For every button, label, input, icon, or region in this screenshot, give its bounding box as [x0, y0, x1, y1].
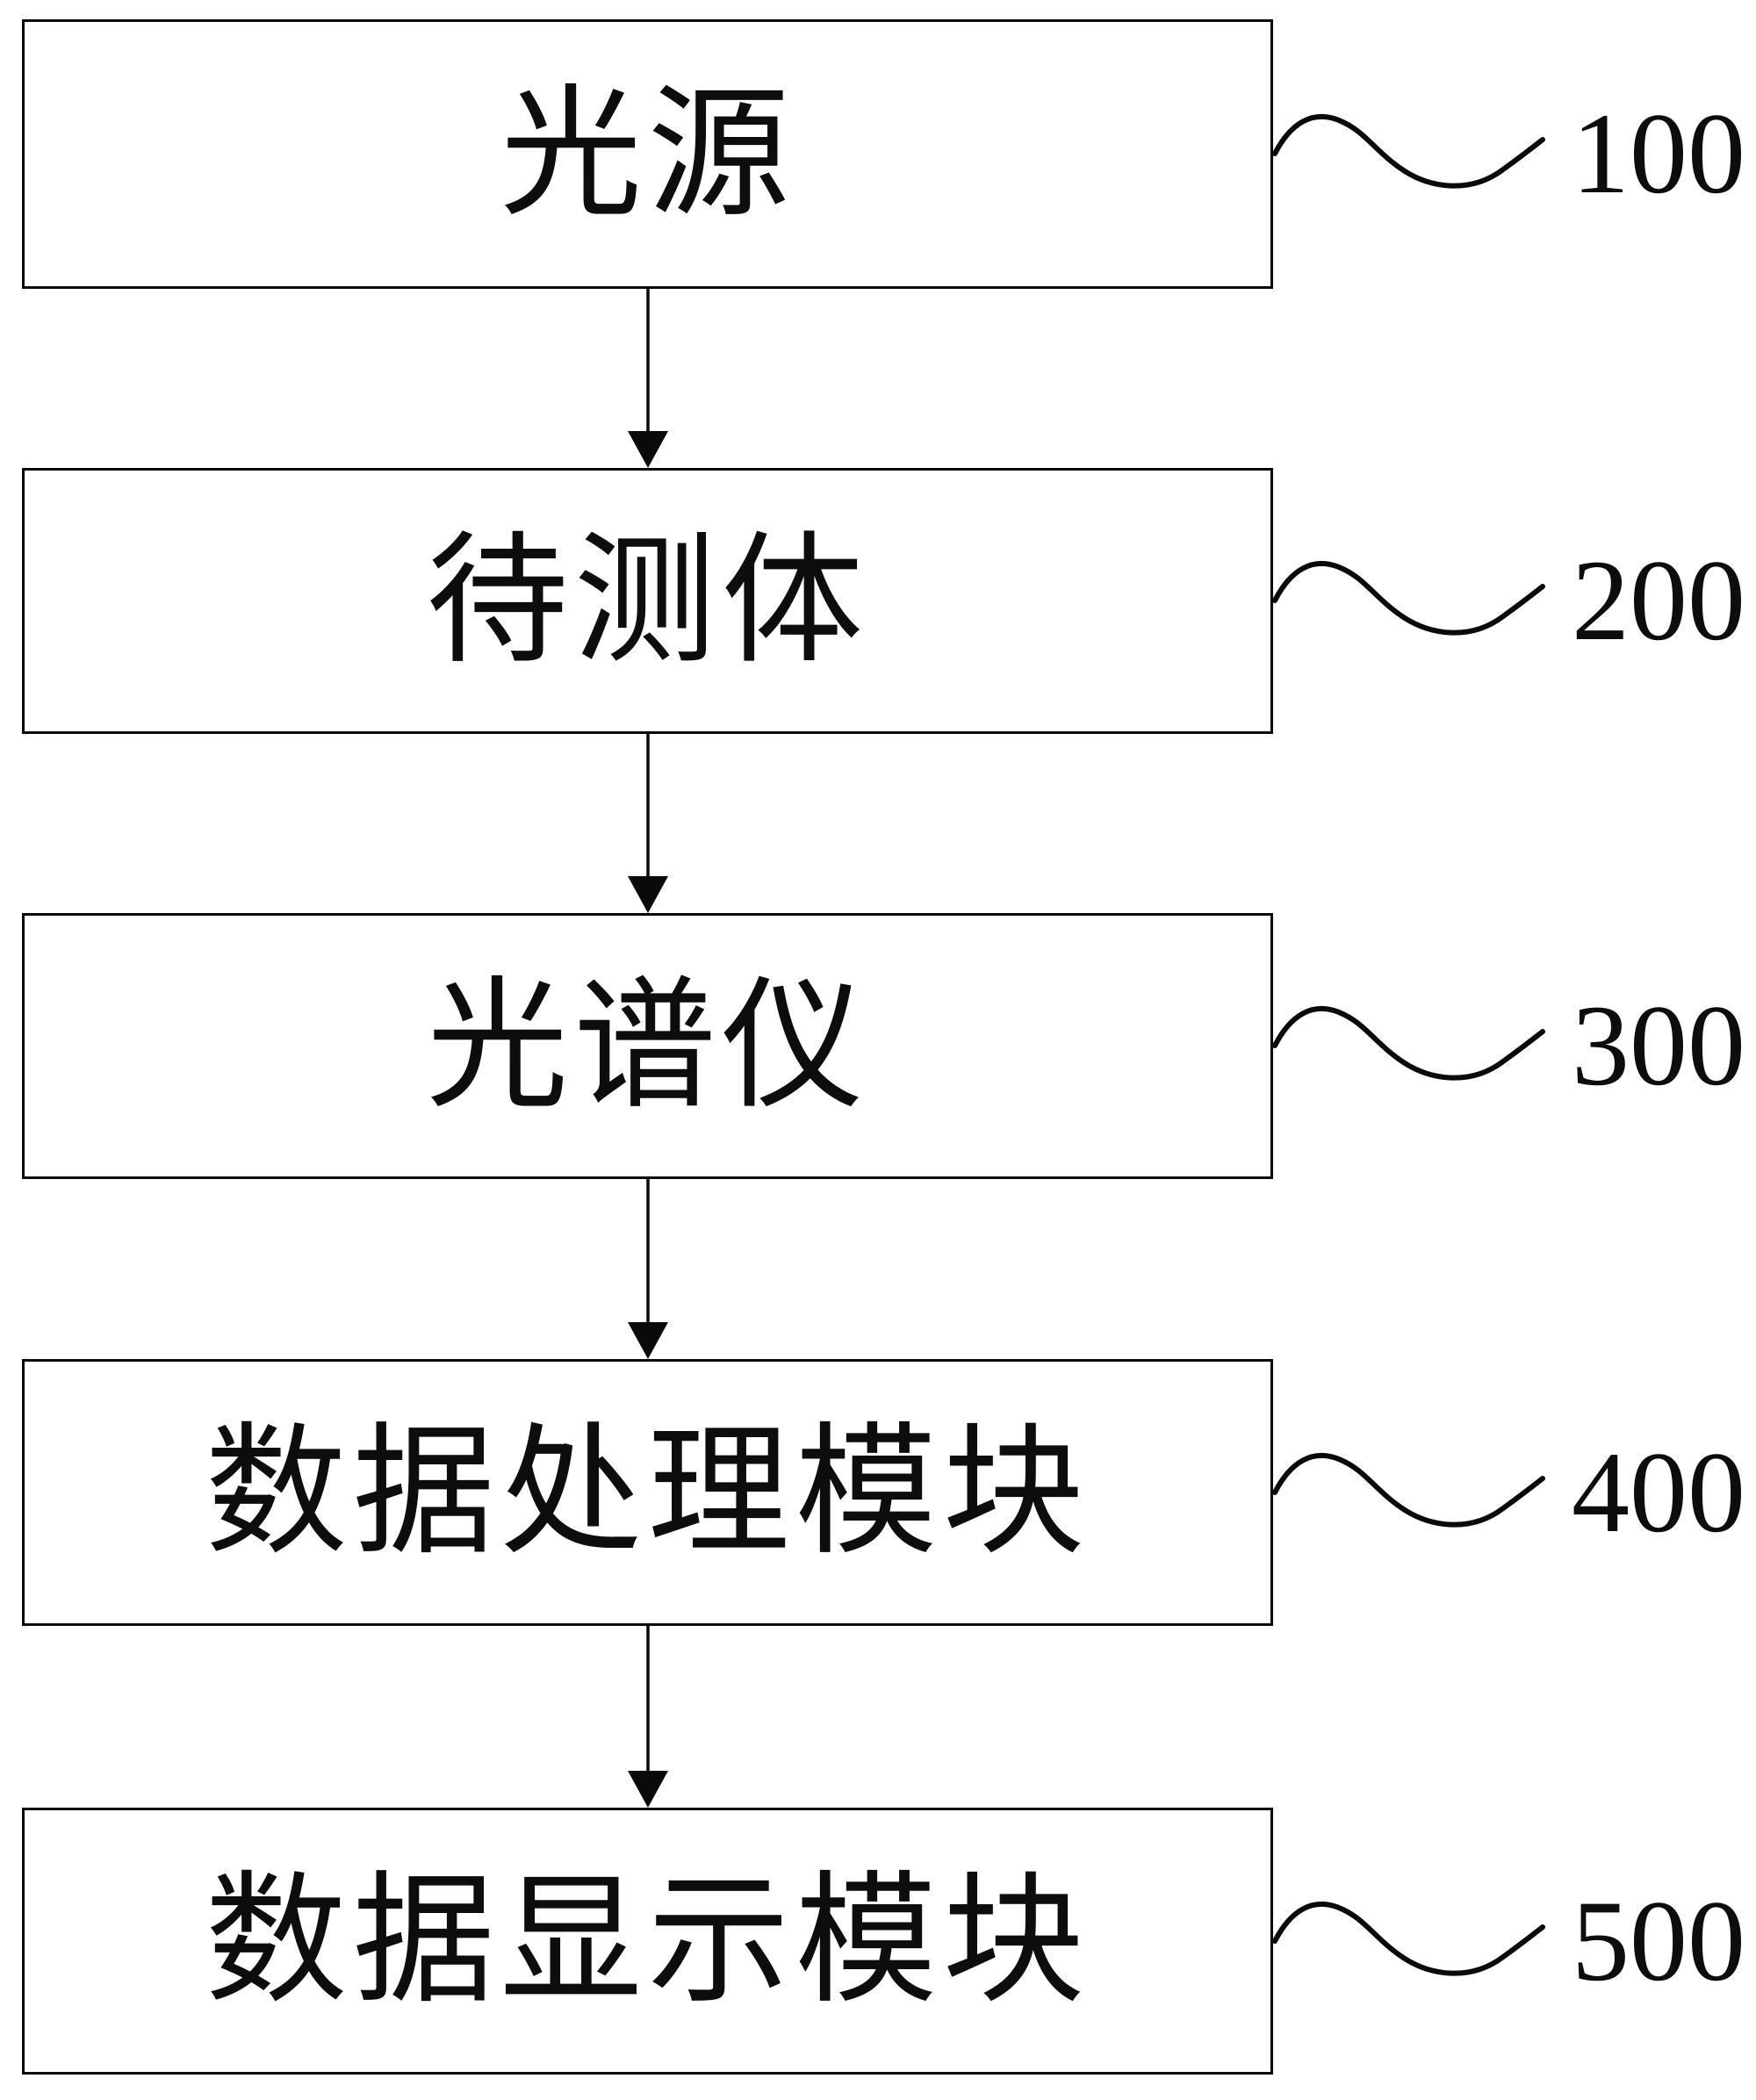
node-object-under-test: 待测体 — [22, 468, 1273, 734]
reference-leader-line-300 — [1273, 1006, 1545, 1081]
reference-leader-line-200 — [1273, 561, 1545, 636]
node-data-processing-module: 数据处理模块 — [22, 1359, 1273, 1626]
ref-number-300: 300 — [1572, 981, 1745, 1110]
node-data-processing-module-label: 数据处理模块 — [205, 1410, 1090, 1575]
node-light-source: 光源 — [22, 19, 1273, 289]
node-spectrometer: 光谱仪 — [22, 913, 1273, 1179]
reference-leader-line-400 — [1273, 1453, 1545, 1528]
flow-arrow-2-icon — [628, 734, 668, 913]
flow-arrow-1-icon — [628, 289, 668, 468]
flow-arrow-3-icon — [628, 1179, 668, 1359]
flow-arrow-4-icon — [628, 1626, 668, 1808]
node-spectrometer-label: 光谱仪 — [426, 963, 869, 1129]
ref-number-400: 400 — [1572, 1428, 1745, 1557]
ref-number-500: 500 — [1572, 1876, 1745, 2005]
node-data-display-module: 数据显示模块 — [22, 1808, 1273, 2075]
node-light-source-label: 光源 — [500, 71, 795, 237]
ref-number-200: 200 — [1572, 536, 1745, 665]
node-object-under-test-label: 待测体 — [426, 518, 869, 684]
reference-leader-line-500 — [1273, 1902, 1545, 1976]
reference-leader-line-100 — [1273, 114, 1545, 189]
node-data-display-module-label: 数据显示模块 — [205, 1859, 1090, 2024]
ref-number-100: 100 — [1572, 89, 1745, 218]
